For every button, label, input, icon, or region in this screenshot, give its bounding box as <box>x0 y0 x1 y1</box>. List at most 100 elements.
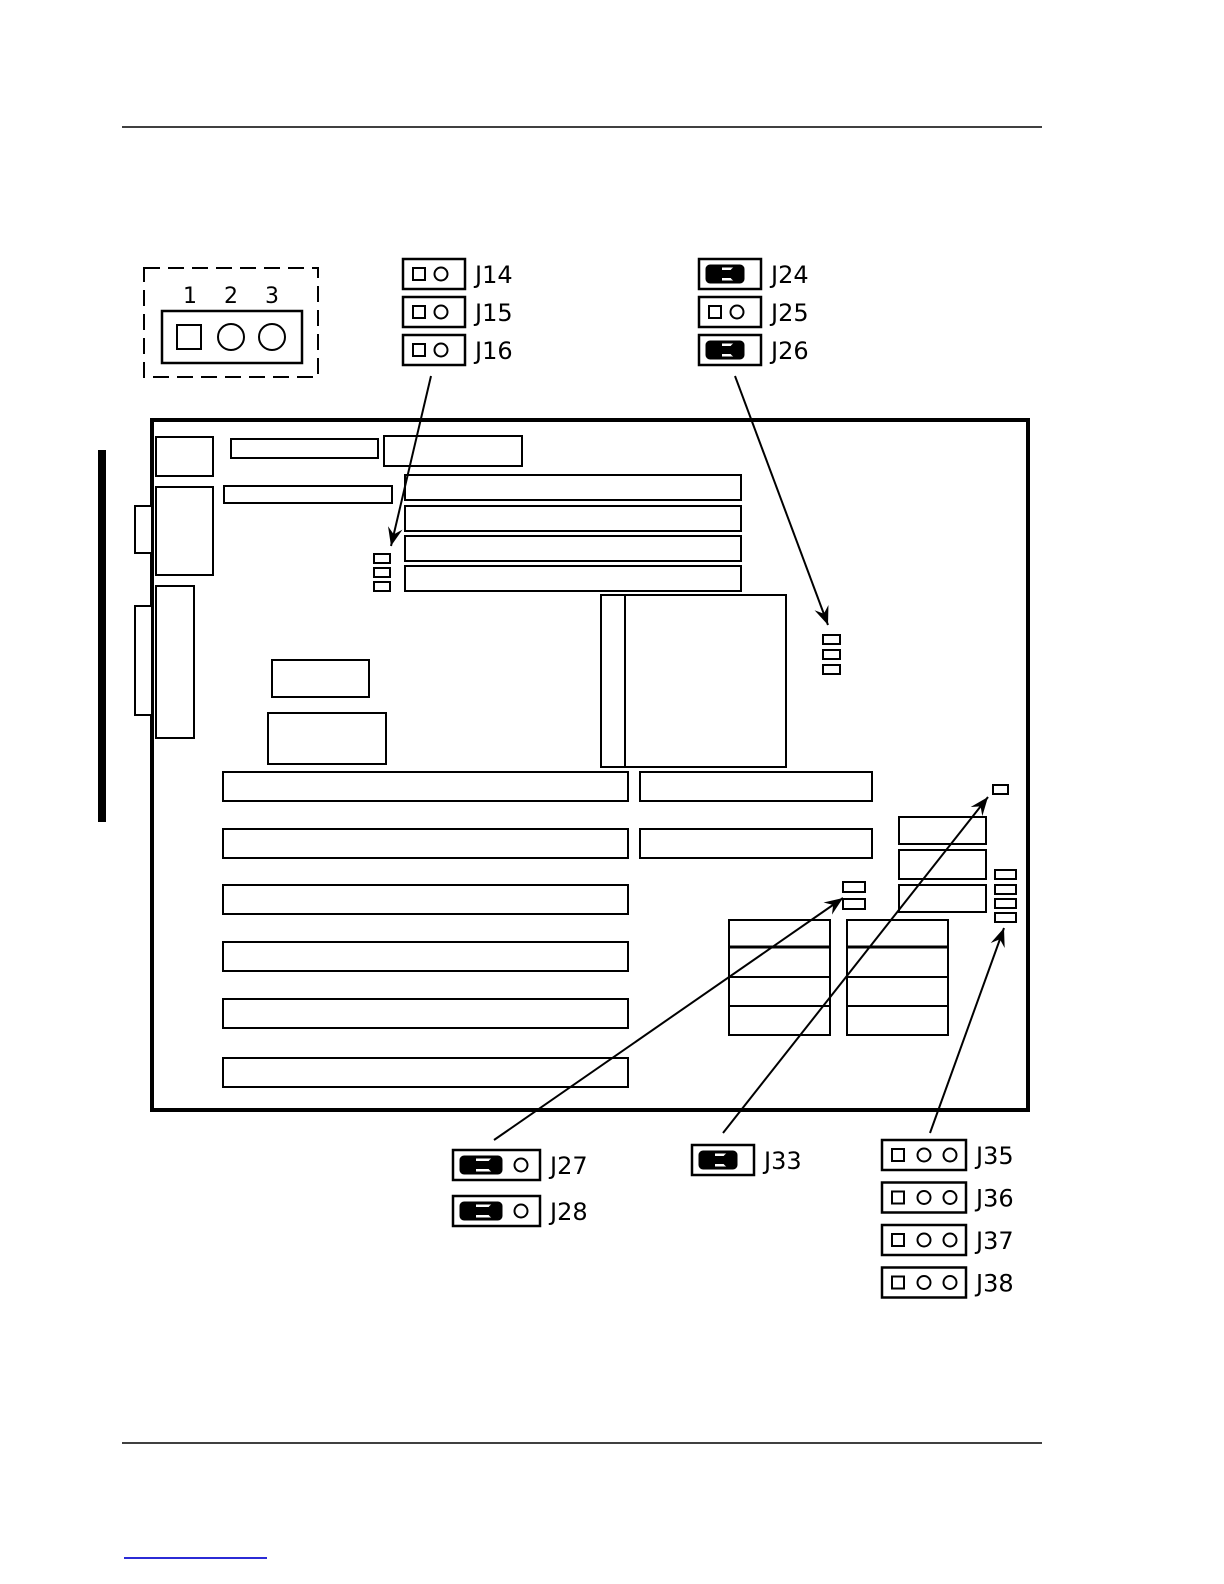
jumper-j36-pin-1 <box>892 1192 904 1204</box>
jumper-j37-pin-1 <box>892 1234 904 1246</box>
rear-connector-parallel <box>156 586 194 738</box>
jumper-j37-pin-3 <box>944 1234 957 1247</box>
jumper-j36: J36 <box>882 1183 1014 1213</box>
expansion-slot-3 <box>223 885 628 914</box>
short-slot-1 <box>640 772 872 801</box>
board-jumper-j24 <box>823 635 840 644</box>
header-long <box>224 486 392 503</box>
jumper-j35-label: J35 <box>974 1142 1014 1170</box>
board-jumper-j14 <box>374 554 390 563</box>
board-jumper-j37 <box>995 899 1016 908</box>
memory-slot-4 <box>405 566 741 591</box>
rear-connector-serial <box>156 487 213 575</box>
jumper-j27-shunt-bar <box>463 1161 493 1169</box>
jumper-j28: J28 <box>453 1196 588 1226</box>
jumper-j33-shunt-bar <box>702 1156 728 1164</box>
jumper-j15: J15 <box>403 297 513 327</box>
legend-pin-2-circle <box>218 324 244 350</box>
board-jumper-j15 <box>374 568 390 577</box>
processor-module <box>625 595 786 767</box>
jumper-j15-pin-1 <box>413 306 425 318</box>
board-jumper-j35 <box>995 870 1016 879</box>
jumper-j25: J25 <box>699 297 809 327</box>
chip-large <box>268 713 386 764</box>
jumper-j25-label: J25 <box>769 299 809 327</box>
jumper-j33: J33 <box>692 1145 802 1175</box>
legend-pin-1-square <box>177 325 201 349</box>
jumper-j38: J38 <box>882 1268 1014 1298</box>
board-jumper-j27 <box>843 882 865 892</box>
jumper-j24-label: J24 <box>769 261 809 289</box>
board-jumper-j38 <box>995 913 1016 922</box>
right-connector-1 <box>899 817 986 844</box>
change-bar <box>98 450 106 822</box>
jumper-j38-pin-3 <box>944 1276 957 1289</box>
jumper-j26-label: J26 <box>769 337 809 365</box>
expansion-slot-1 <box>223 772 628 801</box>
rear-connector-parallel-flange <box>135 606 152 715</box>
jumper-j38-pin-2 <box>918 1276 931 1289</box>
jumper-j15-pin-2 <box>435 306 448 319</box>
jumper-j28-shunt-bar <box>463 1207 493 1215</box>
jumper-j28-label: J28 <box>548 1198 588 1226</box>
pin-legend: 1 2 3 <box>144 268 318 377</box>
jumper-j16: J16 <box>403 335 513 365</box>
jumper-j37: J37 <box>882 1225 1014 1255</box>
memory-slot-1 <box>405 475 741 500</box>
jumper-j36-pin-2 <box>918 1191 931 1204</box>
jumper-j38-pin-1 <box>892 1277 904 1289</box>
jumper-j26-shunt-bar <box>709 346 735 354</box>
jumper-j36-pin-3 <box>944 1191 957 1204</box>
jumper-j37-label: J37 <box>974 1227 1014 1255</box>
expansion-slot-4 <box>223 942 628 971</box>
board-jumper-j33 <box>993 785 1008 794</box>
chip-small <box>272 660 369 697</box>
jumper-j33-label: J33 <box>762 1147 802 1175</box>
jumper-j14: J14 <box>403 259 513 289</box>
board-jumper-j25 <box>823 650 840 659</box>
board-jumper-j16 <box>374 582 390 591</box>
pin-number-2: 2 <box>224 284 238 309</box>
jumper-j26: J26 <box>699 335 809 365</box>
right-connector-3 <box>899 885 986 912</box>
jumper-j24: J24 <box>699 259 809 289</box>
board-jumper-j28 <box>843 899 865 909</box>
pin-number-1: 1 <box>183 284 197 309</box>
jumper-j14-pin-1 <box>413 268 425 280</box>
memory-slot-3 <box>405 536 741 561</box>
jumper-j16-label: J16 <box>473 337 513 365</box>
jumper-j15-label: J15 <box>473 299 513 327</box>
jumper-j16-pin-2 <box>435 344 448 357</box>
jumper-j25-pin-1 <box>709 306 721 318</box>
jumper-j25-pin-2 <box>731 306 744 319</box>
pin-number-3: 3 <box>265 284 279 309</box>
jumper-group-j35-j38: J35J36J37J38 <box>882 1140 1014 1298</box>
processor-module-edge <box>601 595 625 767</box>
jumper-j35: J35 <box>882 1140 1014 1170</box>
jumper-j24-shunt-bar <box>709 270 735 278</box>
jumper-j38-label: J38 <box>974 1270 1014 1298</box>
memory-slot-2 <box>405 506 741 531</box>
expansion-slot-6 <box>223 1058 628 1087</box>
board-jumper-j26 <box>823 665 840 674</box>
board-jumper-j36 <box>995 885 1016 894</box>
jumper-j35-pin-2 <box>918 1149 931 1162</box>
jumper-j27-label: J27 <box>548 1152 588 1180</box>
jumper-j28-pin-3 <box>515 1205 528 1218</box>
expansion-slot-2 <box>223 829 628 858</box>
jumper-j37-pin-2 <box>918 1234 931 1247</box>
jumper-group-j33: J33 <box>692 1145 802 1175</box>
jumper-j35-pin-3 <box>944 1149 957 1162</box>
rear-connector-top <box>156 437 213 476</box>
expansion-slot-5 <box>223 999 628 1028</box>
header-top-left <box>231 439 378 458</box>
jumper-j27-pin-3 <box>515 1159 528 1172</box>
jumper-j14-label: J14 <box>473 261 513 289</box>
jumper-j14-pin-2 <box>435 268 448 281</box>
legend-pin-3-circle <box>259 324 285 350</box>
rear-connector-serial-flange <box>135 506 152 553</box>
